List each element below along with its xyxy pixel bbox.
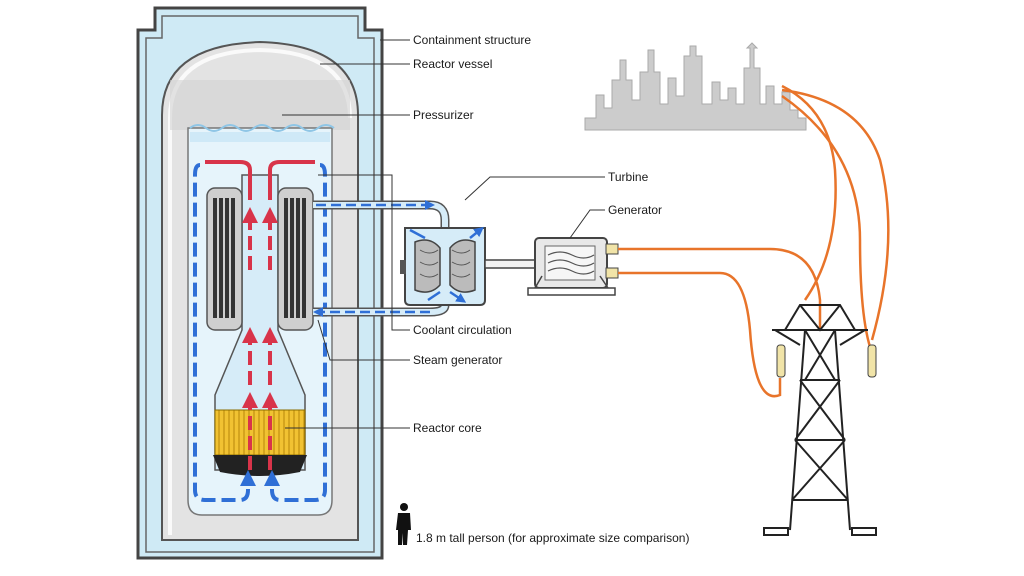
steam-generator-right bbox=[277, 187, 314, 331]
label-generator: Generator bbox=[608, 203, 663, 217]
person-icon bbox=[396, 503, 411, 545]
label-coolant-circulation: Coolant circulation bbox=[413, 323, 512, 337]
reactor-core bbox=[213, 409, 307, 476]
turbine bbox=[400, 228, 485, 305]
steam-generator-left bbox=[206, 187, 243, 331]
coolant-flow-arrows bbox=[193, 160, 327, 502]
insulators bbox=[776, 344, 877, 378]
power-lines bbox=[618, 84, 890, 398]
turbine-shaft bbox=[484, 259, 536, 269]
label-reactor-core: Reactor core bbox=[413, 421, 482, 435]
pylon-icon bbox=[763, 304, 877, 536]
label-pressurizer: Pressurizer bbox=[413, 108, 474, 122]
city-skyline-icon bbox=[584, 42, 807, 131]
generator bbox=[527, 237, 619, 296]
label-reactor-vessel: Reactor vessel bbox=[413, 57, 493, 71]
leader-lines bbox=[282, 39, 605, 429]
label-person-scale: 1.8 m tall person (for approximate size … bbox=[416, 531, 690, 545]
label-steam-generator: Steam generator bbox=[413, 353, 503, 367]
label-turbine: Turbine bbox=[608, 170, 649, 184]
label-containment-structure: Containment structure bbox=[413, 33, 532, 47]
pressurizer-surface bbox=[189, 124, 335, 132]
